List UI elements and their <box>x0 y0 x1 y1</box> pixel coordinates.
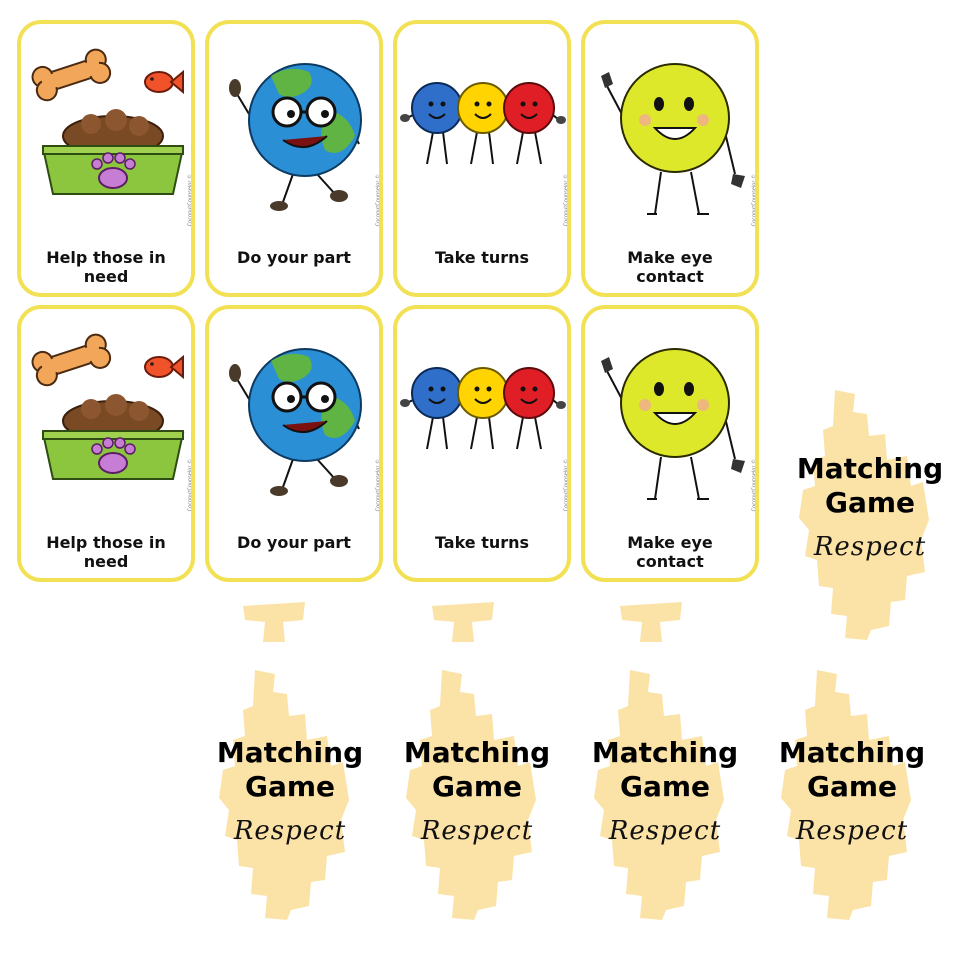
card-do-your-part[interactable]: CoconutCounselor © Do your part <box>205 20 383 297</box>
credit-text: CoconutCounselor © <box>375 174 381 227</box>
card-make-eye-contact[interactable]: CoconutCounselor © Make eye contact <box>581 305 759 582</box>
smiley-waving-icon <box>585 24 755 244</box>
credit-text: CoconutCounselor © <box>187 174 193 227</box>
earth-thumbs-up-icon <box>209 309 379 529</box>
credit-text: CoconutCounselor © <box>563 459 569 512</box>
highlight-stub <box>432 602 494 642</box>
credit-text: CoconutCounselor © <box>751 459 757 512</box>
three-friends-icon <box>397 309 567 529</box>
card-caption: Help those in need <box>46 533 166 571</box>
back-subtitle: Respect <box>420 816 534 846</box>
back-subtitle: Respect <box>233 816 347 846</box>
dog-bowl-icon <box>21 24 191 244</box>
card-back[interactable]: Matching Game Respect <box>795 390 945 640</box>
card-caption: Do your part <box>237 533 351 552</box>
dog-bowl-icon <box>21 309 191 529</box>
credit-text: CoconutCounselor © <box>751 174 757 227</box>
card-back[interactable]: Matching Game Respect <box>402 670 552 920</box>
card-caption: Do your part <box>237 248 351 267</box>
card-back[interactable]: Matching Game Respect <box>777 670 927 920</box>
credit-text: CoconutCounselor © <box>375 459 381 512</box>
card-help-those-in-need[interactable]: CoconutCounselor © Help those in need <box>17 20 195 297</box>
card-caption: Make eye contact <box>627 248 713 286</box>
card-caption: Take turns <box>434 533 530 552</box>
card-help-those-in-need[interactable]: CoconutCounselor © Help those in need <box>17 305 195 582</box>
back-title: Matching Game <box>403 736 551 803</box>
highlight-stub <box>620 602 682 642</box>
highlight-stub <box>243 602 305 642</box>
card-back[interactable]: Matching Game Respect <box>590 670 740 920</box>
earth-thumbs-up-icon <box>209 24 379 244</box>
credit-text: CoconutCounselor © <box>563 174 569 227</box>
credit-text: CoconutCounselor © <box>187 459 193 512</box>
card-make-eye-contact[interactable]: CoconutCounselor © Make eye contact <box>581 20 759 297</box>
back-title: Matching Game <box>591 736 739 803</box>
card-back[interactable]: Matching Game Respect <box>215 670 365 920</box>
smiley-waving-icon <box>585 309 755 529</box>
card-do-your-part[interactable]: CoconutCounselor © Do your part <box>205 305 383 582</box>
back-subtitle: Respect <box>813 532 927 562</box>
three-friends-icon <box>397 24 567 244</box>
card-take-turns[interactable]: CoconutCounselor © Take turns <box>393 305 571 582</box>
card-caption: Help those in need <box>46 248 166 286</box>
back-subtitle: Respect <box>795 816 909 846</box>
back-title: Matching Game <box>778 736 926 803</box>
card-caption: Make eye contact <box>627 533 713 571</box>
back-subtitle: Respect <box>608 816 722 846</box>
back-title: Matching Game <box>216 736 364 803</box>
back-title: Matching Game <box>796 452 944 519</box>
card-caption: Take turns <box>434 248 530 267</box>
card-take-turns[interactable]: CoconutCounselor © Take turns <box>393 20 571 297</box>
